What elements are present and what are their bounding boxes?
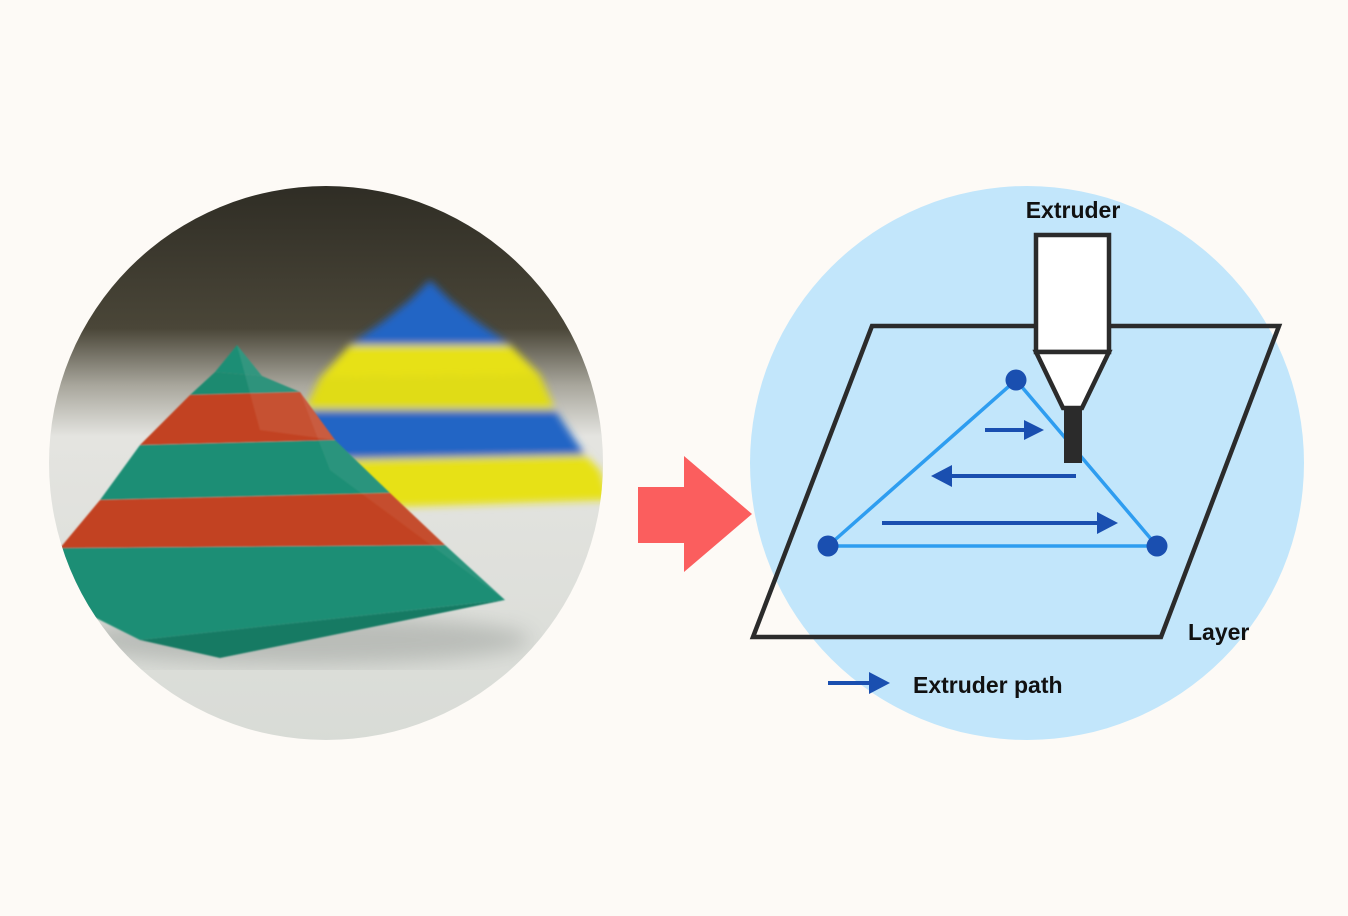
layer-label: Layer	[1188, 619, 1249, 645]
triangle-path	[826, 378, 1159, 548]
layer-plane	[749, 323, 1283, 640]
vertex-top	[1005, 369, 1027, 391]
diagram-background	[750, 186, 1304, 740]
path-arrow-short	[985, 420, 1044, 440]
right-arrow-icon	[638, 456, 752, 572]
vertex-right	[1146, 535, 1168, 557]
extruder-label: Extruder	[1026, 197, 1121, 223]
path-arrow-icon	[828, 672, 890, 694]
extruder-path-label: Extruder path	[913, 672, 1063, 698]
path-arrow-bottom	[882, 512, 1118, 534]
extruder-icon	[1032, 232, 1113, 463]
pyramid-photo	[49, 186, 603, 740]
path-arrow-middle	[931, 465, 1076, 487]
vertex-left	[817, 535, 839, 557]
